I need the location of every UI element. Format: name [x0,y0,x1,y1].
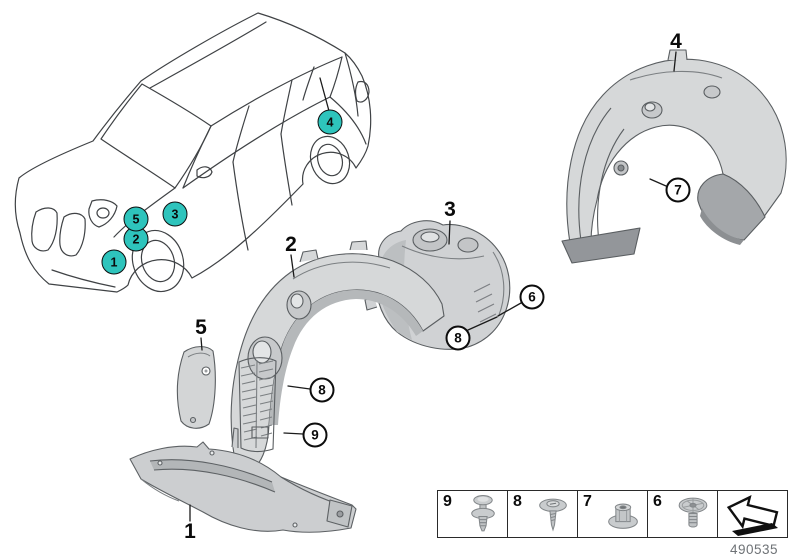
car-callout-4[interactable]: 4 [317,109,343,135]
leader-lines [189,51,677,522]
legend-cell-8[interactable]: 8 [507,490,578,538]
legend-number-9: 9 [443,493,452,510]
legend-number-8: 8 [513,493,522,510]
part-label-4[interactable]: 4 [670,30,682,53]
fastener-callout-6[interactable]: 6 [519,284,545,310]
washer-screw-icon [539,498,567,532]
disc-head-rivet-icon [678,497,708,528]
fastener-callout-8-rear-section[interactable]: 8 [445,325,471,351]
doc-number: 490535 [729,542,779,557]
part-label-5[interactable]: 5 [195,316,207,339]
car-line-drawing [14,12,372,293]
direction-arrow-icon [726,495,779,536]
car-callout-3[interactable]: 3 [162,201,188,227]
legend-number-7: 7 [583,493,592,510]
legend-cell-6[interactable]: 6 [647,490,718,538]
part-4-rear-wheel-arch-liner-drawing [561,49,787,264]
legend-cell-9[interactable]: 9 [437,490,508,538]
car-callout-5[interactable]: 5 [123,206,149,232]
fastener-callout-8-front-liner[interactable]: 8 [309,377,335,403]
part-label-1[interactable]: 1 [184,520,196,543]
legend-cell-7[interactable]: 7 [577,490,648,538]
part-label-2[interactable]: 2 [285,233,297,256]
fastener-legend: 9 8 [437,490,788,538]
part-label-3[interactable]: 3 [444,198,456,221]
part-5-cover-drawing [176,346,216,429]
car-callout-1[interactable]: 1 [101,249,127,275]
fastener-callout-7[interactable]: 7 [665,177,691,203]
legend-number-6: 6 [653,493,662,510]
expansion-rivet-icon [471,495,495,532]
flange-nut-icon [608,503,638,529]
fastener-callout-9-front-liner[interactable]: 9 [302,422,328,448]
part-1-underbody-cover-drawing [129,427,357,533]
part-2-front-wheel-arch-liner-drawing [230,240,445,472]
legend-cell-direction [717,490,788,538]
